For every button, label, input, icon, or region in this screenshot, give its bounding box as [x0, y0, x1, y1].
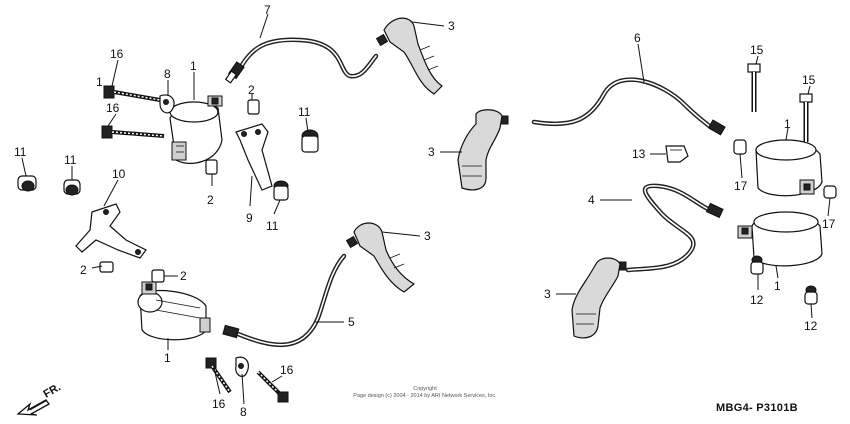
callout-15: 15: [750, 43, 764, 57]
callout-12: 12: [804, 319, 818, 333]
copyright-line-2: Page design (c) 2004 - 2014 by ARI Netwo…: [353, 393, 497, 399]
bolt-16-upper[interactable]: [103, 85, 161, 102]
bracket-10[interactable]: [75, 203, 147, 259]
bolt-15-left[interactable]: [747, 63, 761, 112]
collar-2-c[interactable]: [99, 261, 114, 273]
callout-1: 1: [96, 75, 103, 89]
callout-16: 16: [110, 47, 124, 61]
plug-cap-3-center[interactable]: [457, 109, 509, 191]
bolt-16-lower-b[interactable]: [256, 370, 289, 403]
grommet-17-right[interactable]: [823, 185, 837, 199]
callout-7: 7: [264, 3, 271, 17]
callout-12: 12: [750, 293, 764, 307]
callout-2: 2: [207, 193, 214, 207]
ignition-coil-1-lower-left[interactable]: [137, 281, 211, 341]
callout-16: 16: [280, 363, 294, 377]
callout-15: 15: [802, 73, 816, 87]
ignition-coil-1-upper-right[interactable]: [755, 139, 823, 197]
spark-plug-wire-7[interactable]: [224, 37, 379, 84]
callout-16: 16: [106, 101, 120, 115]
callout-1: 1: [784, 117, 791, 131]
bolt-15-right[interactable]: [799, 93, 813, 142]
clip-13[interactable]: [665, 145, 689, 163]
ignition-coil-1-lower-right[interactable]: [737, 211, 823, 267]
callout-6: 6: [634, 31, 641, 45]
callout-16: 16: [212, 397, 226, 411]
diagram-code: MBG4- P3101B: [716, 402, 798, 414]
grommet-12-left[interactable]: [750, 255, 764, 275]
grommet-11-d[interactable]: [63, 179, 81, 196]
collar-2-d[interactable]: [151, 269, 165, 283]
clip-8-lower[interactable]: [235, 356, 249, 378]
plug-cap-3-middle[interactable]: [345, 222, 416, 293]
collar-2-b[interactable]: [205, 159, 218, 175]
spark-plug-wire-4[interactable]: [625, 183, 724, 273]
spark-plug-wire-5[interactable]: [222, 253, 347, 348]
callout-1: 1: [190, 59, 197, 73]
grommet-17-left[interactable]: [733, 139, 747, 155]
bracket-9[interactable]: [235, 123, 273, 191]
grommet-11-a[interactable]: [301, 129, 319, 153]
callout-11: 11: [64, 153, 77, 167]
callout-2: 2: [80, 263, 87, 277]
clip-8-upper[interactable]: [159, 94, 175, 114]
callout-labels: 1 1 1 1 1 2 2 2 2 3 3 3 3 4 5 6 7 8 8 9 …: [14, 3, 836, 419]
callout-3: 3: [544, 287, 551, 301]
callout-1: 1: [164, 351, 171, 365]
callout-17: 17: [734, 179, 748, 193]
grommet-11-c[interactable]: [17, 175, 37, 192]
callout-8: 8: [164, 67, 171, 81]
leader-lines: [21, 13, 831, 405]
callout-8: 8: [240, 405, 247, 419]
plug-cap-3-lower-right[interactable]: [571, 257, 627, 339]
ignition-coil-1-upper-left[interactable]: [169, 95, 223, 164]
callout-9: 9: [246, 211, 253, 225]
callout-3: 3: [424, 229, 431, 243]
bolt-16-middle[interactable]: [101, 125, 165, 139]
callout-3: 3: [428, 145, 435, 159]
callout-11: 11: [14, 145, 27, 159]
front-direction-arrow-icon: FR.: [16, 384, 63, 416]
fr-label: FR.: [42, 384, 63, 401]
callout-2: 2: [180, 269, 187, 283]
callout-1: 1: [774, 279, 781, 293]
callout-11: 11: [298, 105, 311, 119]
callout-10: 10: [112, 167, 126, 181]
spark-plug-wire-6[interactable]: [531, 77, 726, 136]
grommet-11-b[interactable]: [273, 180, 289, 201]
copyright-line-1: Copyright: [413, 386, 437, 392]
callout-2: 2: [248, 83, 255, 97]
callout-17: 17: [822, 217, 836, 231]
copyright-notice: Copyright Page design (c) 2004 - 2014 by…: [300, 386, 550, 400]
collar-2-a[interactable]: [247, 99, 260, 115]
plug-cap-3-top[interactable]: [375, 17, 443, 95]
callout-11: 11: [266, 219, 279, 233]
callout-3: 3: [448, 19, 455, 33]
grommet-12-right[interactable]: [804, 285, 818, 305]
callout-13: 13: [632, 147, 646, 161]
callout-4: 4: [588, 193, 595, 207]
callout-5: 5: [348, 315, 355, 329]
